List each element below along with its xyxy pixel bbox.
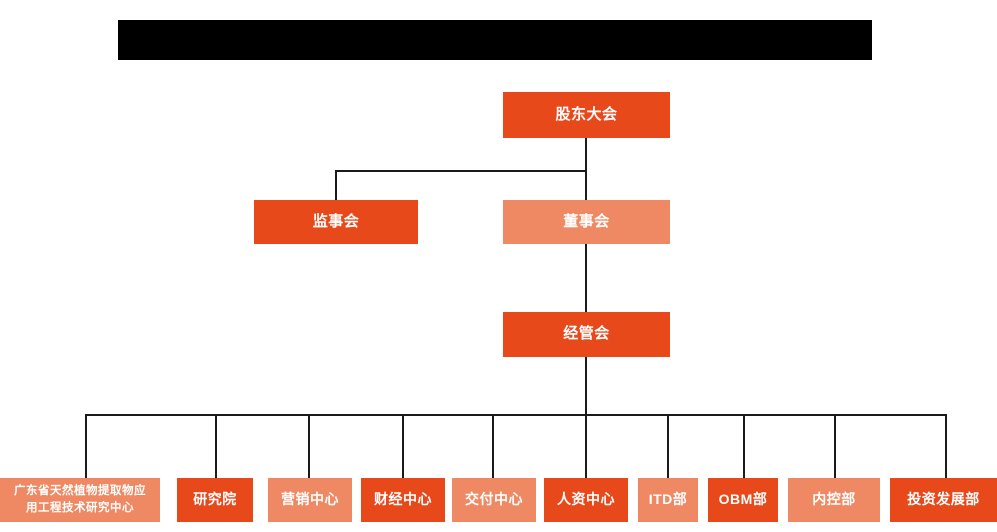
connector-drop-2 xyxy=(215,414,217,478)
connector-drop-1 xyxy=(85,414,87,478)
connector-department-bus xyxy=(85,414,946,416)
connector-drop-10 xyxy=(945,414,947,478)
connector-directors-down xyxy=(585,170,587,200)
connector-level2-bus xyxy=(335,170,587,172)
connector-drop-4 xyxy=(402,414,404,478)
connector-supervisors-down xyxy=(335,170,337,200)
node-department-research-center[interactable]: 广东省天然植物提取物应 用工程技术研究中心 xyxy=(0,478,160,522)
department-label-line-2: 用工程技术研究中心 xyxy=(26,502,134,514)
node-department-internal-control[interactable]: 内控部 xyxy=(788,478,880,522)
node-department-delivery-center[interactable]: 交付中心 xyxy=(452,478,536,522)
node-board-of-directors[interactable]: 董事会 xyxy=(503,200,670,244)
title-banner xyxy=(118,20,872,60)
connector-drop-6 xyxy=(585,414,587,478)
connector-drop-3 xyxy=(308,414,310,478)
node-department-itd[interactable]: ITD部 xyxy=(638,478,698,522)
connector-drop-8 xyxy=(743,414,745,478)
department-label-line-1: 广东省天然植物提取物应 xyxy=(14,485,146,498)
node-department-marketing-center[interactable]: 营销中心 xyxy=(268,478,352,522)
node-department-hr-center[interactable]: 人资中心 xyxy=(544,478,628,522)
node-department-obm[interactable]: OBM部 xyxy=(708,478,778,522)
node-management-committee[interactable]: 经管会 xyxy=(503,312,670,357)
node-department-finance-center[interactable]: 财经中心 xyxy=(361,478,445,522)
connector-drop-7 xyxy=(667,414,669,478)
node-department-investment-development[interactable]: 投资发展部 xyxy=(890,478,997,522)
node-board-of-supervisors[interactable]: 监事会 xyxy=(254,200,418,244)
connector-drop-9 xyxy=(834,414,836,478)
node-department-research-institute[interactable]: 研究院 xyxy=(177,478,253,522)
connector-directors-to-management xyxy=(585,244,587,312)
connector-shareholders-down xyxy=(585,138,587,172)
node-shareholders-meeting[interactable]: 股东大会 xyxy=(503,92,670,138)
connector-management-down xyxy=(585,357,587,415)
connector-drop-5 xyxy=(492,414,494,478)
